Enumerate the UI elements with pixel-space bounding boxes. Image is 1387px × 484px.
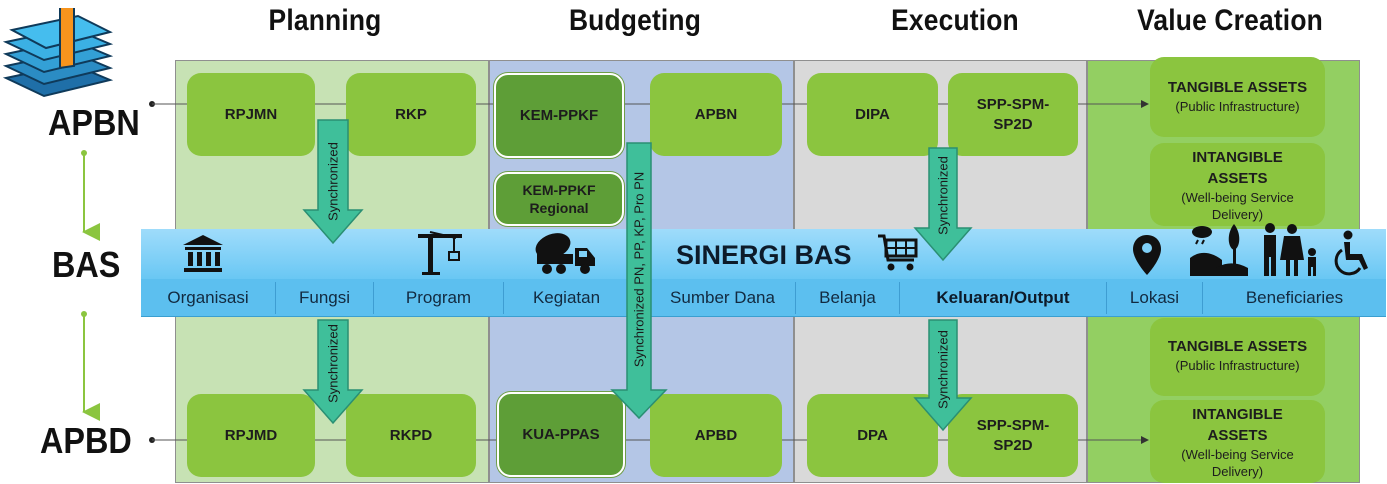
construction-crane-icon [418,231,462,275]
band-cell-belanja: Belanja [796,282,900,314]
phase-title-value-creation: Value Creation [1137,4,1323,37]
location-pin-icon [1133,235,1161,275]
box-rkp: RKP [346,73,476,156]
sync-label-budgeting: Synchronized PN, PP, KP, Pro PN [631,171,647,368]
band-cell-sumber-dana: Sumber Dana [650,282,796,314]
intangible-assets-title: INTANGIBLE ASSETS [1192,149,1283,187]
band-cell-program: Program [374,282,504,314]
box-spp-bottom: SPP-SPM-SP2D [948,394,1078,477]
intangible-assets-title-bottom: INTANGIBLE ASSETS [1192,406,1283,444]
tangible-assets-subtitle: (Public Infrastructure) [1175,99,1300,114]
row-label-apbd: APBD [40,420,132,461]
sinergi-bas-band-header [141,229,1386,279]
intangible-assets-subtitle-bottom: (Well-being Service Delivery) [1181,447,1294,479]
tangible-assets-bottom: TANGIBLE ASSETS (Public Infrastructure) [1150,318,1325,396]
family-icon [1264,223,1316,276]
box-kem-ppkf: KEM-PPKF [494,73,624,158]
row-label-apbn: APBN [48,102,140,143]
phase-title-execution: Execution [891,4,1019,37]
intangible-assets-subtitle: (Well-being Service Delivery) [1181,190,1294,222]
sync-label-planning-top: Synchronized [325,142,341,221]
intangible-assets-bottom: INTANGIBLE ASSETS (Well-being Service De… [1150,400,1325,483]
box-rkpd: RKPD [346,394,476,477]
sync-label-execution-bottom: Synchronized [935,330,951,409]
phase-title-budgeting: Budgeting [568,4,702,37]
shopping-cart-icon [878,234,918,271]
tangible-assets-top: TANGIBLE ASSETS (Public Infrastructure) [1150,57,1325,137]
row-label-bas: BAS [52,244,121,285]
money-stack-icon [2,8,114,98]
tangible-assets-title: TANGIBLE ASSETS [1167,79,1308,96]
box-kua-ppas: KUA-PPAS [497,392,625,477]
concrete-mixer-truck-icon [535,233,595,274]
band-cell-fungsi: Fungsi [276,282,374,314]
sync-label-planning-bottom: Synchronized [325,324,341,403]
intangible-assets-top: INTANGIBLE ASSETS (Well-being Service De… [1150,143,1325,226]
sync-label-execution-top: Synchronized [935,156,951,235]
box-dpa: DPA [807,394,938,477]
box-spp-top: SPP-SPM-SP2D [948,73,1078,156]
band-cell-beneficiaries: Beneficiaries [1245,288,1344,307]
tangible-assets-subtitle-bottom: (Public Infrastructure) [1175,358,1300,373]
phase-title-planning: Planning [268,4,382,37]
box-apbd: APBD [650,394,782,477]
band-cell-organisasi: Organisasi [141,282,276,314]
wheelchair-icon [1334,230,1368,276]
sinergi-bas-title: SINERGI BAS [676,240,852,270]
box-apbn: APBN [650,73,782,156]
box-rpjmd: RPJMD [187,394,315,477]
bank-building-icon [183,235,223,272]
landscape-icon [1190,224,1248,276]
tangible-assets-title-bottom: TANGIBLE ASSETS [1167,338,1308,355]
box-rpjmn: RPJMN [187,73,315,156]
box-dipa: DIPA [807,73,938,156]
box-kem-ppkf-regional: KEM-PPKF Regional [494,172,624,226]
band-cell-keluaran-output: Keluaran/Output [900,282,1107,314]
band-cell-lokasi: Lokasi [1107,282,1203,314]
